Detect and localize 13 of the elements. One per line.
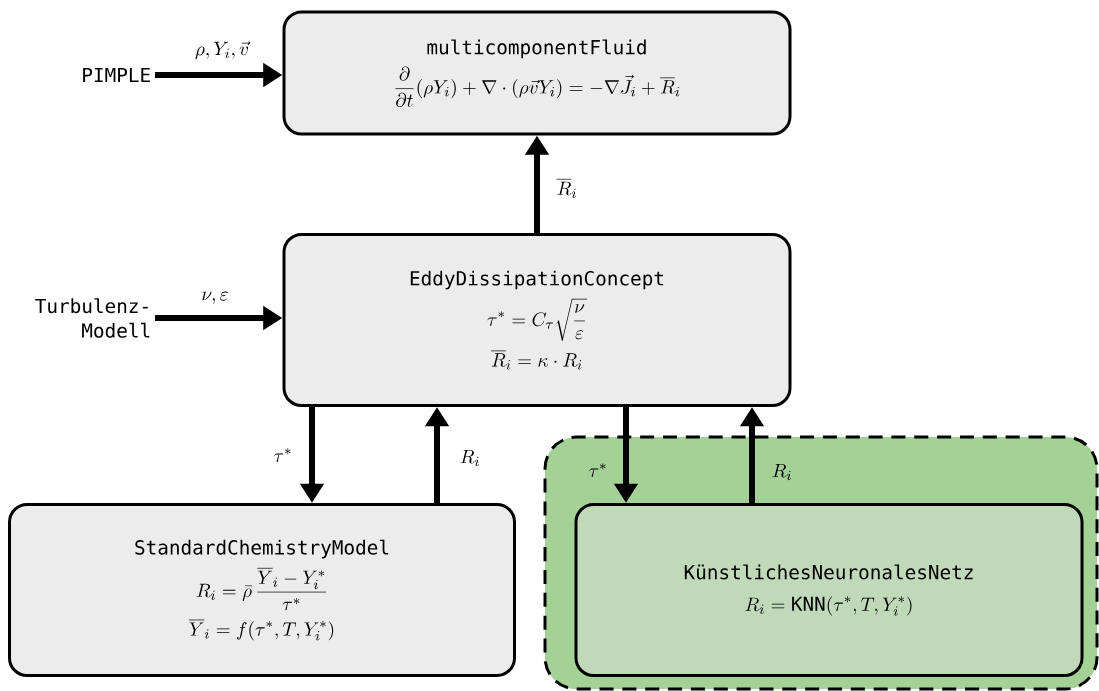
input-label: Turbulenz-Modell — [35, 298, 150, 338]
edge-label: $\nu, \varepsilon$ — [202, 291, 228, 304]
process-box: multicomponentFluid $\frac{\partial}{\partial t}(\rho Y_i) + \nabla\cdot(\rho\vec{v}Y_i) = -\nabla\vec{J_i} + \overline{R}_i$ — [282, 10, 792, 136]
process-box: StandardChemistryModel $R_i = \bar{\rho}\,\frac{\overline{Y}_i - Y_i^*}{\tau^*}$ $\overline{Y}_i = f(\tau^*, T, Y_i^*)$ — [8, 503, 516, 677]
edge-label: $\rho, Y_i, \vec{v}$ — [195, 41, 251, 60]
process-box: EddyDissipationConcept $\tau^* = C_\tau\sqrt{\frac{\nu}{\varepsilon}}$ $\overline{R}_i = \kappa\cdot R_i$ — [282, 233, 792, 407]
edge-label: $\tau^*$ — [589, 463, 606, 477]
edge-label: $\tau^*$ — [274, 448, 291, 462]
edge-label: $R_i$ — [772, 464, 791, 481]
edge-label: $\overline{R}_i$ — [556, 179, 576, 198]
process-box: KünstlichesNeuronalesNetz $R_i = \mathrm{KNN}(\tau^*, T, Y_i^*)$ — [574, 503, 1084, 677]
input-label: PIMPLE — [83, 67, 150, 83]
edge-label: $R_i$ — [460, 450, 479, 467]
